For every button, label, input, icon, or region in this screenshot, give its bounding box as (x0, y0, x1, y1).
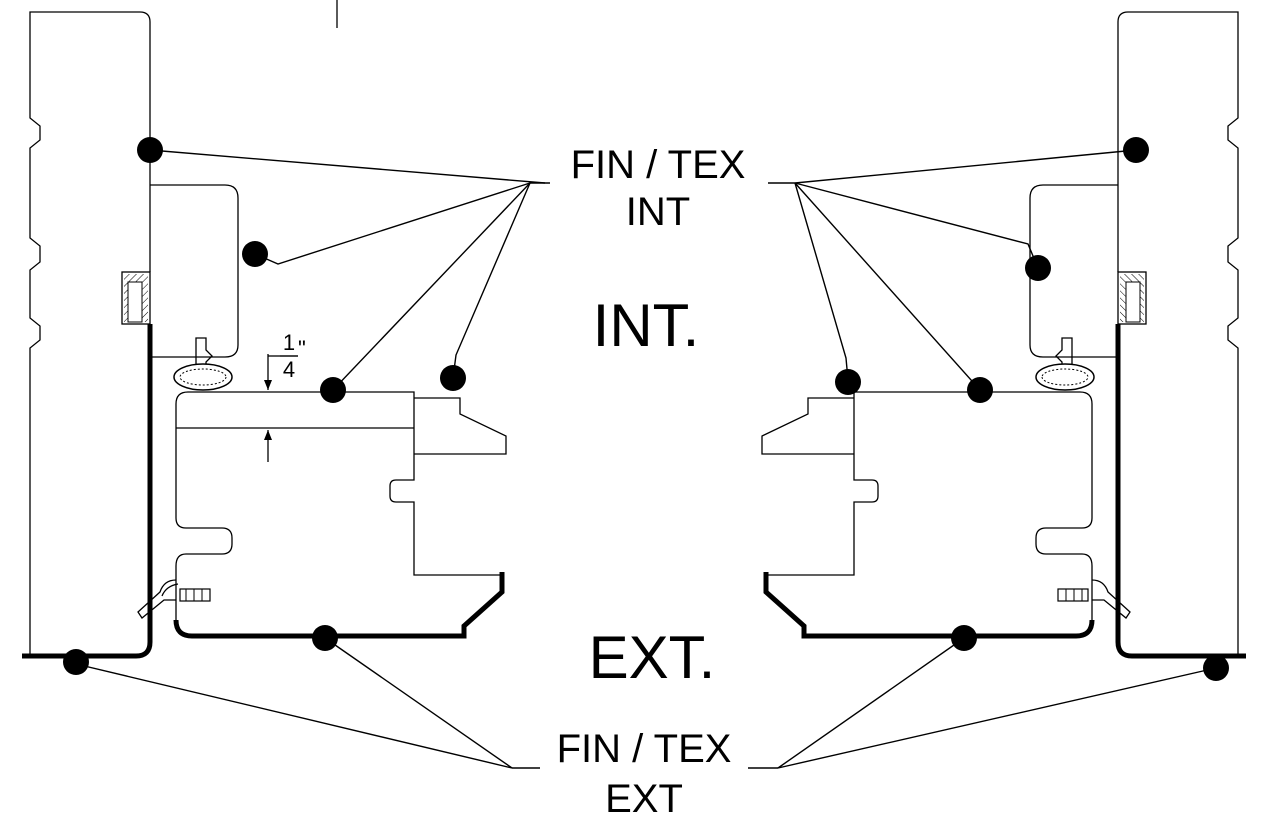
left-weatherstrip (173, 363, 233, 391)
left-cladding-ext (22, 324, 153, 659)
left-jamb-assembly (22, 11, 507, 659)
int-callout-line2: INT (626, 190, 690, 234)
left-stop-profile (150, 184, 239, 358)
ext-callout-line2: EXT (605, 777, 683, 819)
dim-unit: " (298, 336, 306, 361)
callout-dot (835, 369, 861, 395)
dim-numerator: 1 (283, 330, 295, 355)
callout-dot (951, 625, 977, 651)
ext-callout-line1: FIN / TEX (557, 727, 732, 771)
callout-dot (1123, 137, 1149, 163)
callout-dot (137, 137, 163, 163)
callout-dots (63, 137, 1229, 681)
dim-denominator: 4 (283, 357, 295, 382)
exterior-side-label: EXT. (589, 624, 716, 691)
callout-dot (320, 377, 346, 403)
left-sash-cladding (173, 572, 505, 639)
interior-side-label: INT. (593, 292, 700, 359)
callout-dot (967, 377, 993, 403)
callout-dot (63, 649, 89, 675)
callout-dot (440, 365, 466, 391)
left-anchor-screw (137, 579, 211, 619)
left-glazing-stop (414, 397, 507, 455)
left-sash-profile (175, 391, 502, 620)
ext-finish-leaders (75, 637, 1217, 769)
callout-dot (1025, 255, 1051, 281)
int-callout-line1: FIN / TEX (571, 143, 746, 187)
left-frame-profile (29, 11, 151, 656)
callout-dot (312, 625, 338, 651)
callout-dot (242, 241, 268, 267)
right-jamb-assembly (761, 11, 1246, 659)
callout-dot (1203, 655, 1229, 681)
